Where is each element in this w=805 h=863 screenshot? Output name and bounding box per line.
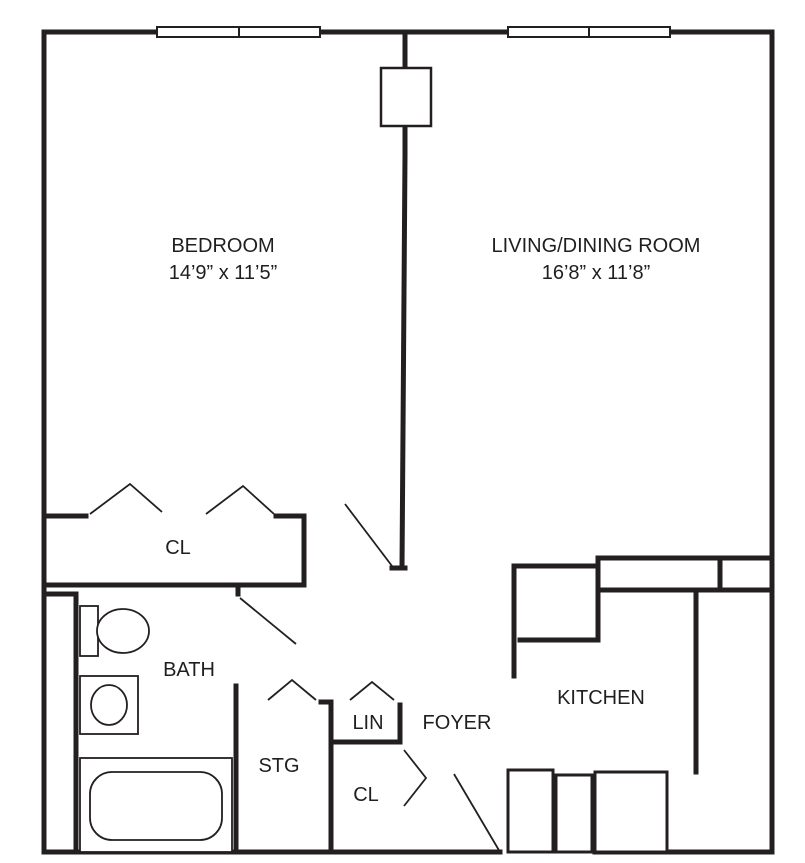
chimney — [379, 66, 433, 128]
living-size: 16’8” x 11’8” — [542, 262, 651, 284]
linen-label: LIN — [352, 712, 383, 734]
bedroom-label: BEDROOM — [171, 235, 274, 257]
living-label: LIVING/DINING ROOM — [492, 235, 701, 257]
foyer-closet-label: CL — [353, 784, 379, 806]
sink — [79, 675, 139, 735]
outer-walls — [41, 29, 775, 855]
bath-label: BATH — [163, 659, 215, 681]
bedroom-closet-label: CL — [165, 537, 191, 559]
kitchen-counter — [506, 768, 669, 854]
foyer-label: FOYER — [423, 712, 492, 734]
kitchen-label: KITCHEN — [557, 687, 645, 709]
bedroom-size: 14’9” x 11’5” — [169, 262, 278, 284]
bathtub — [79, 757, 233, 853]
interior-walls — [41, 29, 775, 855]
doors — [89, 482, 501, 853]
toilet — [79, 605, 150, 657]
bedroom-window — [156, 26, 321, 38]
storage-label: STG — [258, 755, 299, 777]
living-window — [507, 26, 671, 38]
